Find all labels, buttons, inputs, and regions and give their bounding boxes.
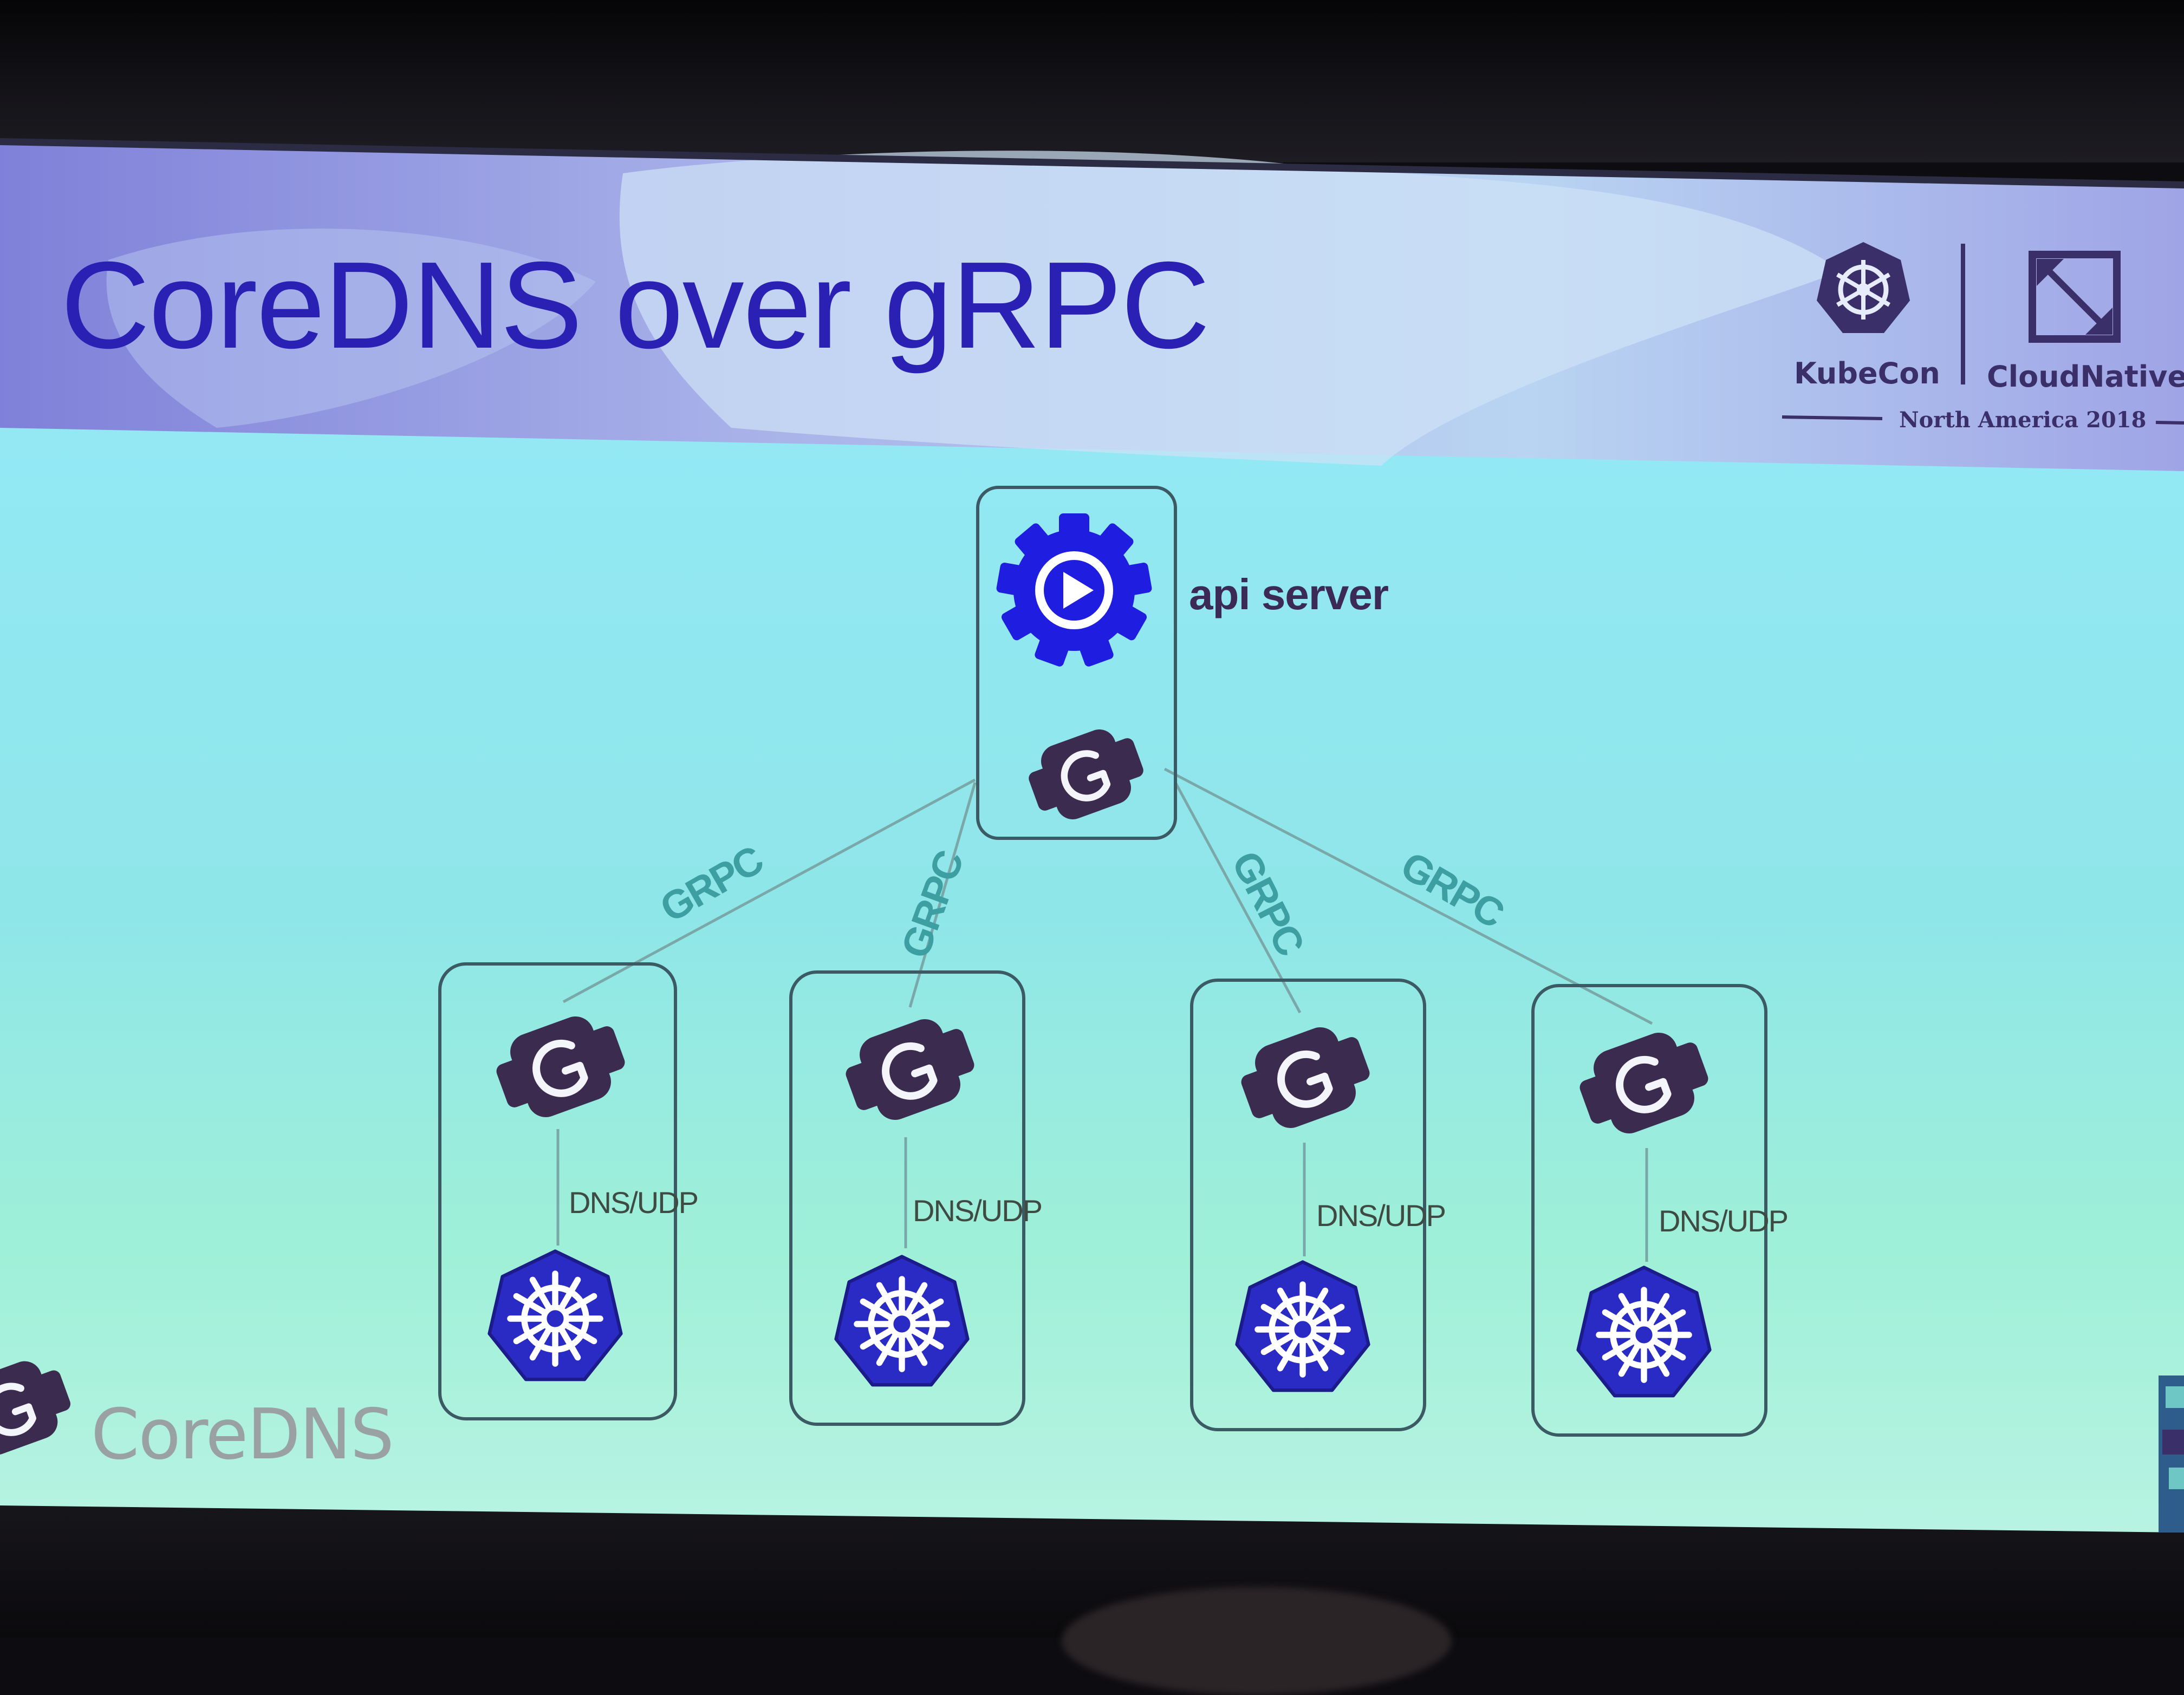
- event-rule-left: [1782, 415, 1883, 420]
- slide-body: [0, 412, 2184, 1533]
- projected-slide: CoreDNS over gRPC KubeCon CloudNative No…: [0, 138, 2184, 1533]
- coredns-node-1: [438, 962, 677, 1420]
- dns-udp-label-3: DNS/UDP: [1316, 1198, 1446, 1233]
- dns-udp-label-1: DNS/UDP: [569, 1185, 699, 1220]
- grpc-link-3: [1174, 781, 1302, 1014]
- header-cloud-shape: [106, 229, 596, 428]
- api-server-label: api server: [1189, 570, 1389, 618]
- coredns-node-3: [1190, 979, 1426, 1431]
- slide-title: CoreDNS over gRPC: [61, 237, 1210, 374]
- dns-udp-label-4: DNS/UDP: [1659, 1204, 1789, 1238]
- cloudnative-logo-label: CloudNative: [1987, 360, 2184, 394]
- grpc-link-4: [1164, 767, 1653, 1025]
- event-label: North America 2018: [1899, 407, 2147, 433]
- dns-udp-label-2: DNS/UDP: [913, 1194, 1043, 1228]
- gear-play-icon: [996, 513, 1152, 667]
- screen-top-edge: [0, 138, 2184, 188]
- kubecon-logo-icon: [1817, 242, 1910, 333]
- slide-canvas: [0, 138, 2184, 1533]
- event-rule-right: [2155, 421, 2184, 425]
- room-background-top: [0, 0, 2184, 162]
- footer-brand-label: CoreDNS: [91, 1394, 394, 1475]
- header-cloud-shape: [619, 151, 1842, 466]
- right-edge-pattern: [2159, 1375, 2184, 1533]
- coredns-node-4: [1531, 984, 1767, 1437]
- cloudnative-logo-icon: [2029, 251, 2121, 343]
- grpc-link-2: [908, 782, 977, 1008]
- api-server-box: [976, 486, 1177, 840]
- kubecon-logo-label: KubeCon: [1794, 356, 1940, 390]
- coredns-node-2: [789, 970, 1025, 1426]
